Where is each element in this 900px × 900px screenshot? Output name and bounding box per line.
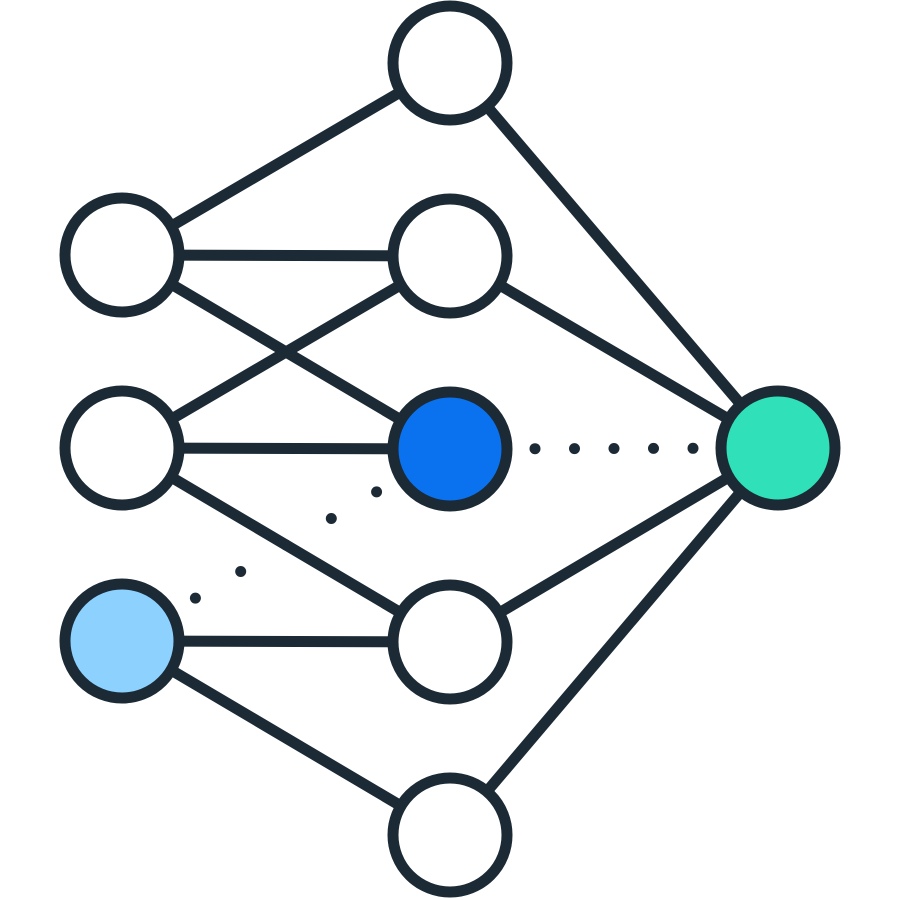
edge-in-2-h-2 bbox=[116, 250, 456, 454]
edge-dot bbox=[608, 443, 620, 454]
node-out-1 bbox=[715, 385, 841, 511]
edge-dot bbox=[687, 442, 699, 454]
edge-in-3-h-5 bbox=[116, 635, 456, 841]
edge-dot bbox=[529, 443, 541, 455]
node-in-3 bbox=[59, 578, 185, 704]
node-in-2 bbox=[59, 385, 185, 511]
node-h-3 bbox=[387, 386, 513, 512]
node-h-1 bbox=[387, 0, 513, 126]
edge-dot bbox=[325, 513, 337, 524]
edge-dot bbox=[235, 566, 247, 577]
dotted-edge-h-3-out-1 bbox=[529, 442, 699, 455]
edge-in-1-h-1 bbox=[116, 57, 456, 261]
edge-h-2-out-1 bbox=[444, 250, 784, 454]
edge-dot bbox=[280, 539, 292, 551]
edge-h-4-out-1 bbox=[444, 442, 784, 648]
node-h-4 bbox=[387, 579, 513, 705]
edge-dot bbox=[569, 443, 580, 455]
node-h-5 bbox=[387, 772, 513, 898]
node-h-2 bbox=[387, 193, 513, 319]
edges-layer bbox=[116, 57, 784, 841]
node-in-1 bbox=[59, 192, 185, 318]
edge-dot bbox=[189, 592, 201, 604]
edge-dot bbox=[648, 442, 659, 454]
nodes-layer bbox=[59, 0, 841, 898]
edge-dot bbox=[371, 486, 383, 498]
dotted-edge-in-3-h-3 bbox=[189, 486, 383, 604]
edge-h-5-out-1 bbox=[444, 442, 784, 841]
edge-h-1-out-1 bbox=[444, 57, 784, 454]
